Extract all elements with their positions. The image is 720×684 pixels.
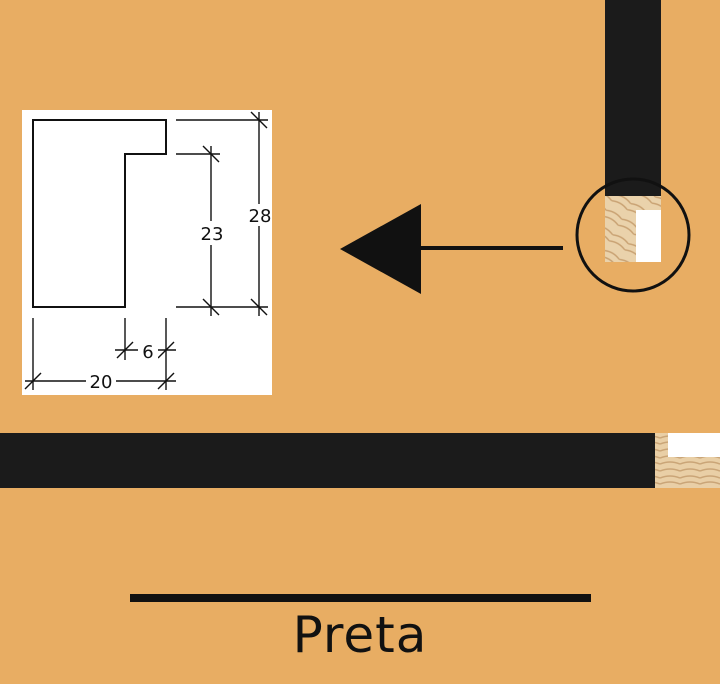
- profile-diagram: 28 23 6 20: [22, 110, 272, 395]
- vertical-frame-moulding: [605, 0, 661, 262]
- profile-outline: [32, 119, 167, 308]
- dimension-total-height: 28: [249, 206, 272, 227]
- arrow-left-icon: [340, 204, 563, 294]
- horizontal-frame-moulding: [0, 433, 720, 488]
- dimension-rebate-width: 6: [142, 342, 153, 363]
- dimension-width: 20: [90, 372, 113, 393]
- dimension-rebate-depth: 23: [201, 224, 224, 245]
- zoom-circle-icon: [575, 177, 691, 293]
- color-name-caption: Preta: [292, 606, 428, 664]
- caption-divider: [130, 594, 591, 602]
